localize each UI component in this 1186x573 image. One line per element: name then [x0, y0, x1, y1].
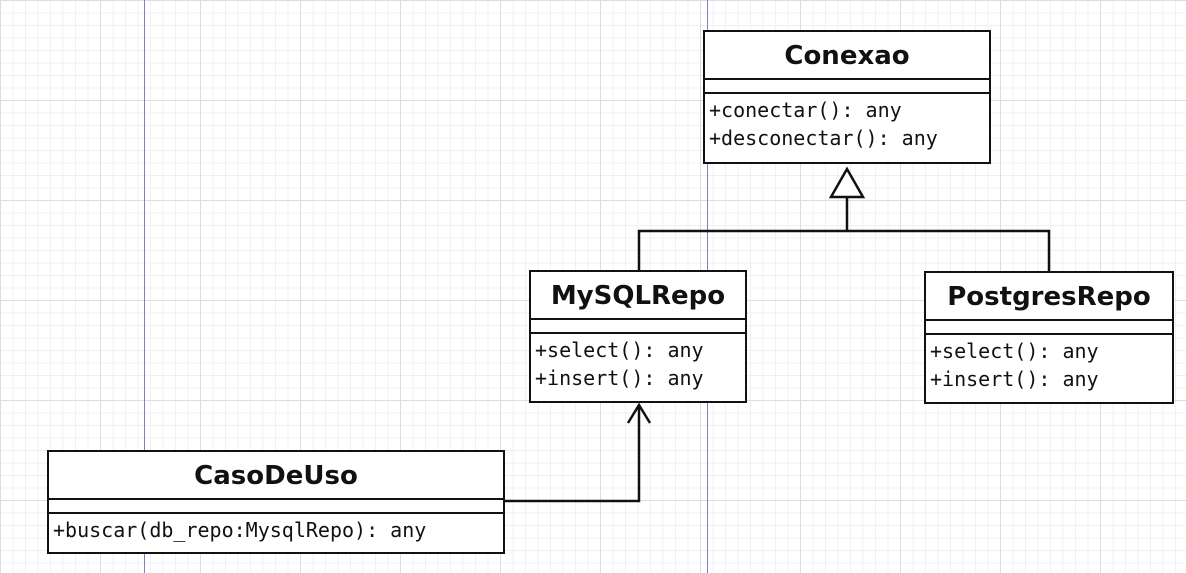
operation: +select(): any [535, 338, 704, 362]
class-name: Conexao [705, 32, 989, 80]
class-name: PostgresRepo [926, 273, 1172, 321]
attributes-compartment [926, 321, 1172, 335]
class-caso-de-uso[interactable]: CasoDeUso +buscar(db_repo:MysqlRepo): an… [47, 450, 505, 554]
generalization-branch-line [637, 229, 1051, 272]
operation: +insert(): any [930, 367, 1099, 391]
operation: +select(): any [930, 339, 1099, 363]
association-line [503, 406, 641, 503]
operation: +insert(): any [535, 366, 704, 390]
class-conexao[interactable]: Conexao +conectar(): any +desconectar():… [703, 30, 991, 164]
attributes-compartment [531, 320, 745, 334]
operations-compartment: +select(): any +insert(): any [926, 335, 1172, 393]
class-name: CasoDeUso [49, 452, 503, 500]
operations-compartment: +select(): any +insert(): any [531, 334, 745, 392]
operation: +desconectar(): any [709, 126, 938, 150]
class-postgres-repo[interactable]: PostgresRepo +select(): any +insert(): a… [924, 271, 1174, 404]
generalization-arrowhead [828, 166, 866, 199]
operations-compartment: +conectar(): any +desconectar(): any [705, 94, 989, 152]
attributes-compartment [49, 500, 503, 514]
vertical-guide-left [144, 0, 145, 573]
operation: +buscar(db_repo:MysqlRepo): any [53, 518, 427, 542]
attributes-compartment [705, 80, 989, 94]
class-mysql-repo[interactable]: MySQLRepo +select(): any +insert(): any [529, 270, 747, 403]
operations-compartment: +buscar(db_repo:MysqlRepo): any [49, 514, 503, 544]
association-arrowhead [626, 402, 652, 424]
operation: +conectar(): any [709, 98, 902, 122]
class-name: MySQLRepo [531, 272, 745, 320]
